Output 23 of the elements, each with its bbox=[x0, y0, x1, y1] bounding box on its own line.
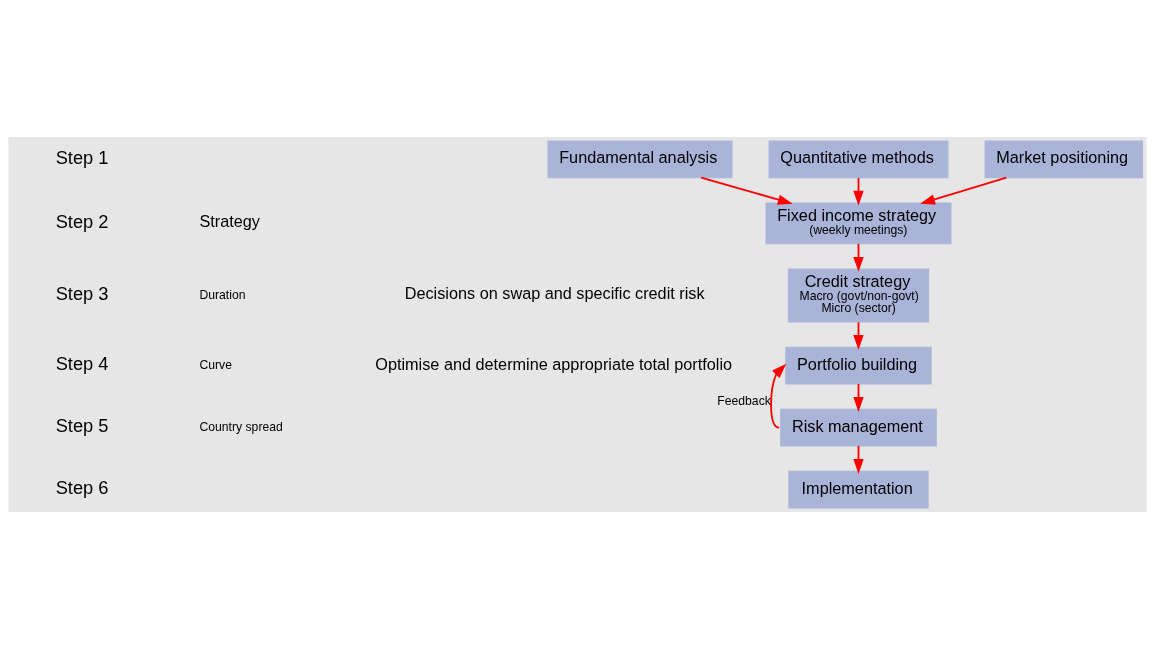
node-box: Risk management bbox=[780, 408, 937, 446]
label: Country spread bbox=[199, 419, 283, 434]
node-box: Fixed income strategy (weekly meetings) bbox=[765, 202, 952, 244]
arrow bbox=[700, 176, 793, 205]
node-box: Market positioning bbox=[984, 140, 1144, 178]
label: Optimise and determine appropriate total portfolio bbox=[375, 354, 733, 373]
node-box: Fundamental analysis bbox=[547, 140, 733, 178]
node-box: Credit strategy Macro (govt/non-govt) Micro (sector) bbox=[787, 268, 930, 322]
label: Decisions on swap and specific credit risk bbox=[404, 283, 705, 302]
arrow bbox=[770, 363, 787, 429]
arrow bbox=[920, 176, 1008, 204]
label: Step 2 bbox=[55, 210, 109, 232]
label: Step 6 bbox=[55, 476, 109, 498]
node-box: Portfolio building bbox=[785, 346, 932, 384]
label: Strategy bbox=[199, 211, 260, 230]
label: Curve bbox=[199, 357, 232, 372]
label: Step 4 bbox=[55, 352, 109, 374]
label: Step 3 bbox=[55, 282, 109, 304]
label: Step 5 bbox=[55, 414, 109, 436]
node-box: Implementation bbox=[788, 470, 929, 508]
label: Duration bbox=[199, 287, 246, 302]
label: Step 1 bbox=[55, 146, 109, 168]
node-box: Quantitative methods bbox=[768, 140, 949, 178]
